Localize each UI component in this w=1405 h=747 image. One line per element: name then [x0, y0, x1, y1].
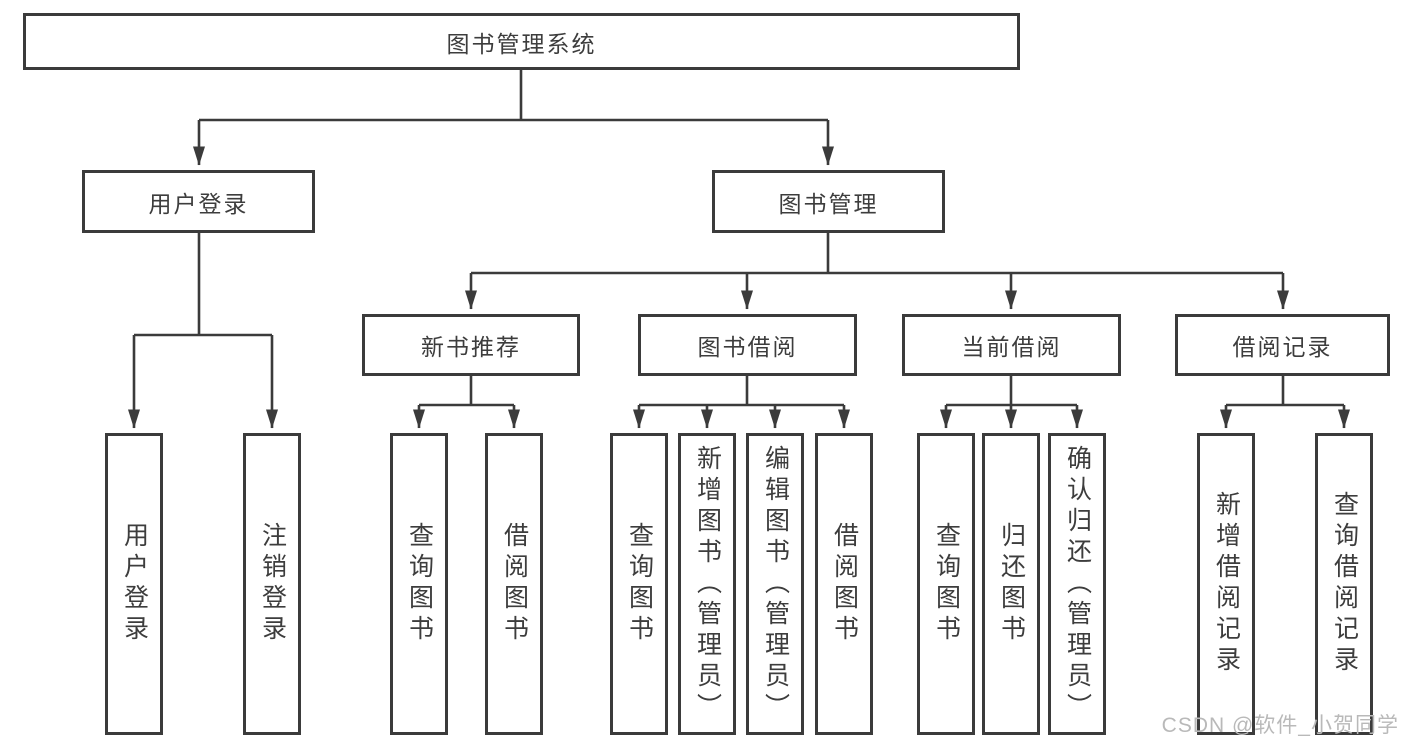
leaf-confirm-return-admin: 确认归还（管理员） — [1048, 433, 1106, 735]
leaf-label: 借阅图书 — [500, 522, 529, 646]
leaf-label: 确认归还（管理员） — [1063, 444, 1092, 724]
node-label: 用户登录 — [148, 190, 249, 217]
leaf-label: 归还图书 — [997, 522, 1026, 646]
leaf-query-books-current: 查询图书 — [917, 433, 975, 735]
node-new-book-recommend: 新书推荐 — [362, 314, 580, 376]
leaf-label: 注销登录 — [258, 522, 287, 646]
node-book-borrow: 图书借阅 — [638, 314, 857, 376]
node-label: 新书推荐 — [421, 334, 521, 360]
leaf-return-book: 归还图书 — [982, 433, 1040, 735]
leaf-query-books-recommend: 查询图书 — [390, 433, 448, 735]
node-book-management: 图书管理 — [712, 170, 945, 233]
node-borrow-records: 借阅记录 — [1175, 314, 1390, 376]
leaf-label: 借阅图书 — [830, 522, 859, 646]
leaf-edit-book-admin: 编辑图书（管理员） — [746, 433, 804, 735]
node-label: 借阅记录 — [1232, 334, 1333, 360]
node-library-management-system: 图书管理系统 — [23, 13, 1020, 70]
leaf-user-login: 用户登录 — [105, 433, 163, 735]
leaf-label: 查询借阅记录 — [1330, 491, 1359, 677]
leaf-label: 新增图书（管理员） — [693, 444, 722, 724]
leaf-add-book-admin: 新增图书（管理员） — [678, 433, 736, 735]
leaf-label: 查询图书 — [932, 522, 961, 646]
node-user-login: 用户登录 — [82, 170, 315, 233]
node-current-borrow: 当前借阅 — [902, 314, 1121, 376]
leaf-add-borrow-record: 新增借阅记录 — [1197, 433, 1255, 735]
leaf-label: 新增借阅记录 — [1212, 491, 1241, 677]
leaf-label: 用户登录 — [120, 522, 149, 646]
leaf-query-books-borrow: 查询图书 — [610, 433, 668, 735]
leaf-label: 查询图书 — [625, 522, 654, 646]
node-label: 图书借阅 — [697, 334, 798, 360]
node-label: 图书管理系统 — [446, 30, 597, 57]
watermark: CSDN @软件_小贺同学 — [1161, 714, 1399, 737]
leaf-borrow-books-recommend: 借阅图书 — [485, 433, 543, 735]
leaf-label: 查询图书 — [405, 522, 434, 646]
leaf-logout: 注销登录 — [243, 433, 301, 735]
leaf-query-borrow-record: 查询借阅记录 — [1315, 433, 1373, 735]
node-label: 图书管理 — [778, 190, 879, 217]
leaf-label: 编辑图书（管理员） — [761, 444, 790, 724]
node-label: 当前借阅 — [961, 334, 1062, 360]
leaf-borrow-books: 借阅图书 — [815, 433, 873, 735]
